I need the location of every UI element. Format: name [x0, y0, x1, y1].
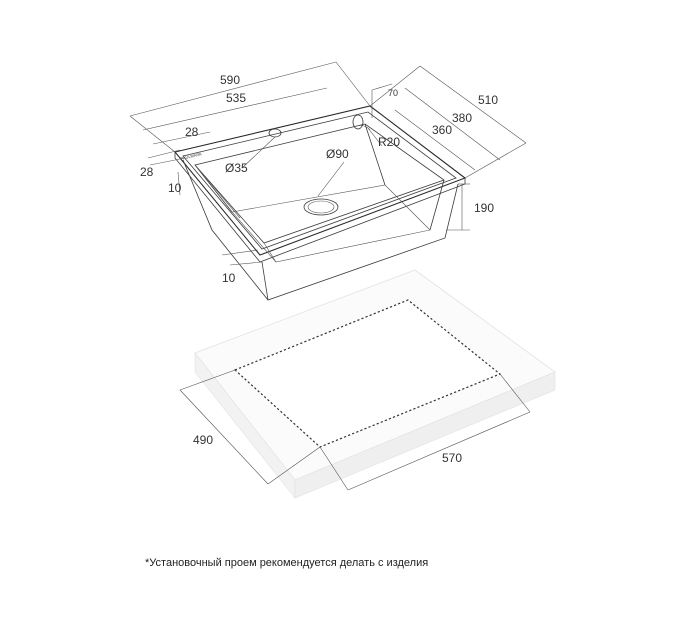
dim-cutout-width: 570 — [442, 451, 462, 465]
dim-inner-depth: 380 — [452, 111, 472, 125]
dim-corner-radius: R20 — [378, 135, 400, 149]
sink-dimension-labels: 590 535 28 28 10 10 510 380 360 70 R20 Ø… — [140, 73, 498, 285]
dim-drain-hole: Ø90 — [326, 147, 349, 161]
dim-outer-width: 590 — [220, 73, 240, 87]
cutout-dimension-lines — [179, 369, 531, 491]
dim-outer-depth: 510 — [478, 93, 498, 107]
sink-dimension-lines — [129, 61, 527, 266]
dim-bowl-depth-top: 360 — [432, 123, 452, 137]
dim-rim-side: 28 — [140, 165, 154, 179]
dim-rim-thickness-top: 10 — [168, 181, 182, 195]
dim-rim-thickness-bottom: 10 — [222, 271, 236, 285]
installation-footnote: *Установочный проем рекомендуется делать… — [145, 557, 429, 569]
dim-rim-back: 28 — [185, 125, 199, 139]
countertop — [194, 269, 556, 499]
dim-tap-hole: Ø35 — [225, 161, 248, 175]
dim-inner-width: 535 — [226, 91, 246, 105]
dim-cutout-depth: 490 — [193, 433, 213, 447]
cutout-dimension-labels: 490 570 — [193, 433, 462, 465]
dim-bowl-height: 190 — [474, 201, 494, 215]
brand-label: PAULMARK — [180, 151, 203, 161]
sink-body: PAULMARK — [174, 105, 467, 301]
dim-corner-offset: 70 — [388, 88, 398, 98]
